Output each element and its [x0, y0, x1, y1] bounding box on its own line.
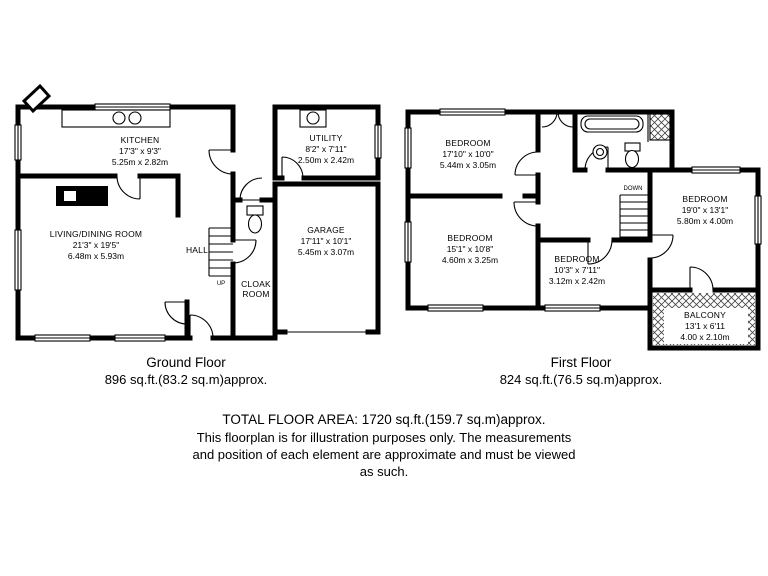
bedroom-4-dims-m: 5.80m x 4.00m: [677, 216, 733, 226]
kitchen-counter-icon: [61, 109, 171, 128]
ground-floor-fixtures: [56, 109, 327, 234]
disclaimer-line-2: and position of each element are approxi…: [192, 447, 575, 462]
chimney-bay: [21, 83, 52, 114]
stairs-down-label: DOWN: [624, 186, 643, 192]
bedroom-3-dims-m: 3.12m x 2.42m: [549, 276, 605, 286]
bedroom-3-dims-ft: 10'3" x 7'11": [554, 265, 600, 275]
stairs-down: [619, 194, 650, 238]
living-dining-dims-ft: 21'3" x 19'5": [73, 240, 120, 250]
kitchen-dims-ft: 17'3" x 9'3": [119, 146, 161, 156]
bathtub-icon: [580, 115, 644, 133]
garage-dims-ft: 17'11" x 10'1": [301, 236, 352, 246]
total-floor-area: TOTAL FLOOR AREA: 1720 sq.ft.(159.7 sq.m…: [222, 412, 545, 427]
cloak-room-name-2: ROOM: [242, 289, 269, 299]
living-dining-dims-m: 6.48m x 5.93m: [68, 251, 124, 261]
utility-name: UTILITY: [309, 133, 342, 143]
ground-floor-caption-title: Ground Floor: [146, 355, 226, 370]
first-floor-plan: BEDROOM 17'10" x 10'0" 5.44m x 3.05m BED…: [404, 108, 762, 351]
garage-dims-m: 5.45m x 3.07m: [298, 247, 354, 257]
utility-dims-m: 2.50m x 2.42m: [298, 155, 354, 165]
kitchen-name: KITCHEN: [121, 135, 160, 145]
bedroom-2-dims-m: 4.60m x 3.25m: [442, 255, 498, 265]
ground-floor-caption-area: 896 sq.ft.(83.2 sq.m)approx.: [105, 372, 268, 387]
bedroom-2-dims-ft: 15'1" x 10'8": [447, 244, 494, 254]
bedroom-2-name: BEDROOM: [447, 233, 492, 243]
first-floor-walls: [405, 109, 761, 351]
balcony-dims-ft: 13'1 x 6'11: [685, 321, 725, 331]
cloak-room-name-1: CLOAK: [241, 279, 271, 289]
balcony-dims-m: 4.00 x 2.10m: [680, 332, 729, 342]
toilet-icon: [246, 205, 264, 234]
first-floor-caption-area: 824 sq.ft.(76.5 sq.m)approx.: [500, 372, 663, 387]
bedroom-1-dims-m: 5.44m x 3.05m: [440, 160, 496, 170]
utility-dims-ft: 8'2" x 7'11": [305, 144, 346, 154]
floor-captions: Ground Floor 896 sq.ft.(83.2 sq.m)approx…: [105, 355, 663, 387]
bedroom-1-name: BEDROOM: [445, 138, 490, 148]
toilet-icon: [624, 142, 641, 169]
bedroom-4-name: BEDROOM: [682, 194, 727, 204]
stairs-up-label: UP: [217, 281, 225, 287]
first-floor-windows: [404, 108, 762, 312]
first-floor-labels: BEDROOM 17'10" x 10'0" 5.44m x 3.05m BED…: [440, 138, 733, 342]
bedroom-4-dims-ft: 19'0" x 13'1": [682, 205, 729, 215]
fireplace-icon: [56, 186, 108, 206]
bedroom-3-name: BEDROOM: [554, 254, 599, 264]
disclaimer-line-3: as such.: [360, 464, 408, 479]
first-floor-caption-title: First Floor: [551, 355, 612, 370]
balcony-name: BALCONY: [684, 310, 726, 320]
garage-name: GARAGE: [307, 225, 345, 235]
airing-cupboard-hatch: [647, 112, 671, 142]
washing-machine-icon: [299, 109, 327, 128]
ground-floor-doors: [116, 149, 368, 339]
bedroom-1-dims-ft: 17'10" x 10'0": [442, 149, 493, 159]
ground-floor-plan: KITCHEN 17'3" x 9'3" 5.25m x 2.82m UTILI…: [14, 83, 382, 342]
kitchen-dims-m: 5.25m x 2.82m: [112, 157, 168, 167]
disclaimer-line-1: This floorplan is for illustration purpo…: [197, 430, 572, 445]
balcony-label-backdrop: [664, 308, 748, 344]
first-floor-fixtures: [580, 112, 671, 169]
ground-floor-windows: [14, 103, 382, 342]
stairs-up: [208, 227, 233, 277]
footer-text: TOTAL FLOOR AREA: 1720 sq.ft.(159.7 sq.m…: [192, 412, 575, 479]
sink-icon: [592, 144, 608, 160]
ground-floor-walls: [15, 104, 381, 341]
hall-name: HALL: [186, 245, 208, 255]
ground-floor-labels: KITCHEN 17'3" x 9'3" 5.25m x 2.82m UTILI…: [50, 133, 354, 299]
living-dining-name: LIVING/DINING ROOM: [50, 229, 142, 239]
